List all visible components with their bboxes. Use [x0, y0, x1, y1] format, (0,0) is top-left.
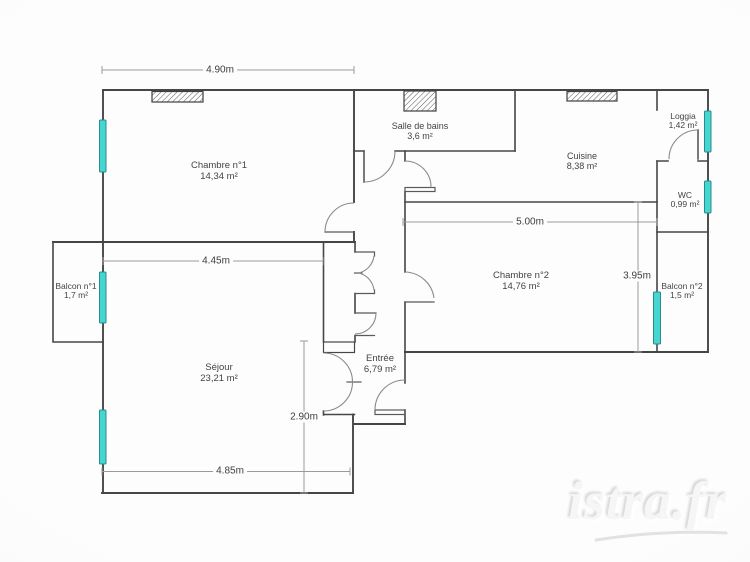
room-name: Loggia [670, 111, 696, 121]
windows [99, 110, 712, 465]
room-name: Salle de bains [391, 121, 449, 131]
room-name: Balcon n°1 [55, 281, 97, 291]
room-area: 23,21 m² [200, 373, 238, 384]
vent-cuisine [566, 90, 618, 102]
wall-double-door-header [322, 341, 356, 354]
room-area: 14,76 m² [502, 281, 540, 292]
entrance-door-arc [374, 379, 406, 411]
window-chambre1 [99, 119, 107, 173]
vent-chambre1 [151, 90, 204, 103]
room-name: Balcon n°2 [661, 281, 703, 291]
dimension-lines [101, 66, 658, 494]
room-name: Entrée [366, 353, 394, 364]
walls [52, 89, 709, 494]
room-label-sdb: Salle de bains 3,6 m² [392, 121, 449, 141]
room-label-entree: Entrée 6,79 m² [364, 353, 396, 375]
closet-door-reveals [354, 251, 377, 337]
window-balcon1-door [99, 271, 107, 324]
window-wc [704, 180, 712, 214]
window-balcon2-door [653, 291, 661, 345]
room-area: 1,5 m² [669, 290, 695, 300]
room-area: 8,38 m² [566, 161, 598, 171]
entrance-door-leaf [374, 409, 406, 416]
dim-label-sejour-height: 2.90m [287, 411, 321, 423]
wall-sejour-entree [322, 241, 356, 416]
room-label-sejour: Séjour 23,21 m² [200, 362, 238, 384]
door-leaves [324, 129, 699, 416]
sdb-door-arc [363, 150, 396, 183]
room-label-wc: WC 0,99 m² [671, 191, 700, 209]
room-label-cuisine: Cuisine 8,38 m² [567, 151, 598, 171]
room-label-chambre1: Chambre n°1 14,34 m² [191, 160, 247, 182]
hatched-vents [151, 90, 618, 112]
room-area: 1,42 m² [668, 120, 698, 130]
cuisine-door-leaf [404, 186, 436, 193]
room-area: 0,99 m² [670, 199, 700, 209]
room-name: Cuisine [566, 151, 598, 161]
door-arcs [323, 129, 699, 412]
closet-door-arc-upper [360, 255, 375, 274]
room-label-balcon2: Balcon n°2 1,5 m² [661, 282, 702, 300]
wall-balcon1 [52, 241, 104, 343]
watermark: istra.fr [568, 470, 728, 544]
room-area: 1,7 m² [63, 290, 89, 300]
room-area: 14,34 m² [200, 171, 238, 182]
dim-label-chambre2-height: 3.95m [620, 270, 654, 282]
room-label-loggia: Loggia 1,42 m² [669, 112, 698, 130]
watermark-swoosh-line [594, 530, 728, 542]
watermark-text: istra.fr [568, 471, 728, 531]
room-name: WC [677, 190, 693, 200]
loggia-door-arc [668, 129, 699, 160]
room-name: Séjour [205, 362, 233, 373]
chambre1-door-arc [324, 202, 355, 233]
room-area: 6,79 m² [363, 364, 397, 375]
cuisine-door-arc [404, 160, 432, 188]
room-name: Chambre n°1 [190, 160, 248, 171]
room-label-chambre2: Chambre n°2 14,76 m² [493, 270, 549, 292]
dim-label-top-width: 4.90m [203, 64, 237, 76]
vent-sdb [403, 90, 437, 112]
window-loggia [704, 110, 712, 153]
watermark-swoosh [594, 530, 728, 542]
dim-label-sejour-bottom-width: 4.85m [213, 465, 247, 477]
sejour-door-arc-lower [323, 381, 354, 412]
window-sejour [99, 409, 107, 465]
sejour-door-arc-upper [323, 352, 354, 383]
room-area: 3,6 m² [407, 131, 433, 141]
dim-label-chambre2-width: 5.00m [513, 216, 547, 228]
closet-small-door-arc [354, 312, 377, 335]
dim-label-sejour-width: 4.45m [199, 255, 233, 267]
room-label-balcon1: Balcon n°1 1,7 m² [55, 282, 96, 300]
chambre2-door-arc [404, 271, 435, 299]
room-name: Chambre n°2 [492, 270, 550, 281]
closet-door-arc-lower [360, 272, 375, 291]
